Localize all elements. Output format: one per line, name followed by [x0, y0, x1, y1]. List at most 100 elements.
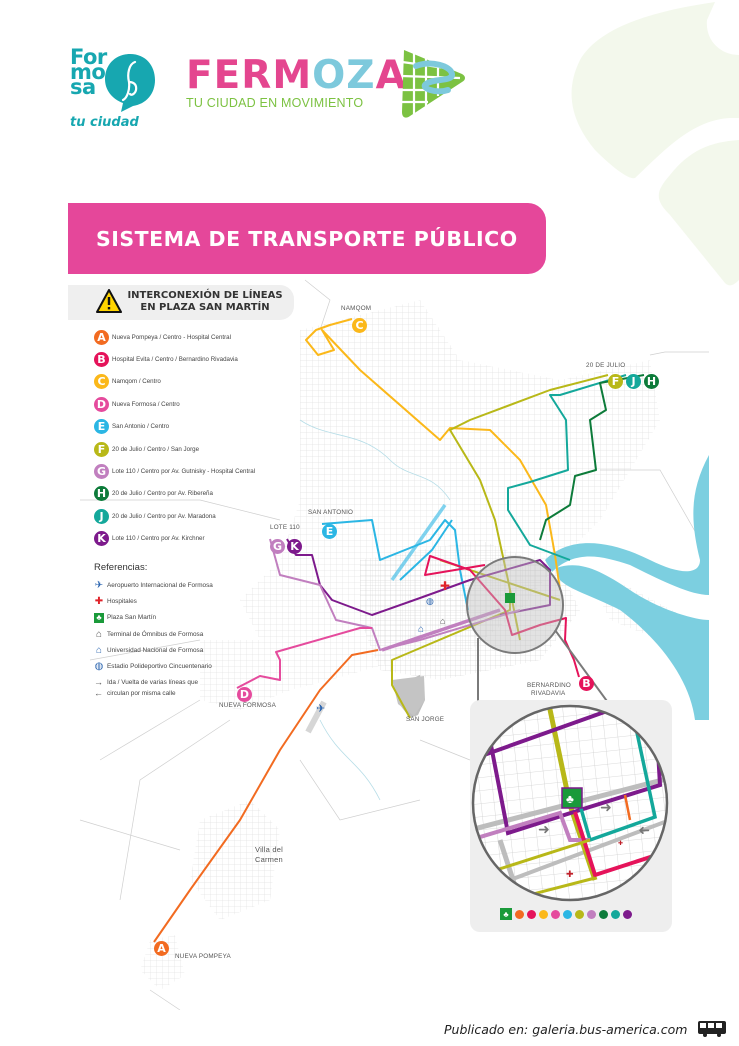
line-e-badge: E	[94, 419, 109, 435]
plaza-tree-icon: ♣	[500, 908, 512, 920]
city-grid-arrow-icon	[401, 50, 465, 118]
university-icon: ⌂	[95, 644, 103, 656]
formosa-line-3: sa	[70, 75, 96, 99]
downtown-zoom-map[interactable]: ➜ ➜ ➜ ✚ ✚ ♣	[470, 700, 672, 932]
arrow-right-icon: →	[94, 677, 103, 688]
map-badge-k[interactable]: K	[287, 539, 302, 554]
line-g-badge: G	[94, 464, 109, 480]
bus-terminal-icon: ⌂	[440, 616, 445, 626]
legend-label: 20 de Julio / Centro por Av. Ribereña	[112, 490, 213, 498]
route-k	[286, 538, 551, 616]
notice-line-1: INTERCONEXIÓN DE LÍNEAS	[127, 290, 283, 301]
speech-bubble-icon	[105, 54, 155, 112]
map-badge-b[interactable]: B	[579, 676, 594, 691]
reference-label: Universidad Nacional de Formosa	[107, 646, 204, 654]
reference-label: Plaza San Martín	[107, 614, 157, 622]
line-a-badge: A	[94, 329, 109, 345]
street-grid	[140, 300, 700, 990]
route-d	[236, 627, 372, 689]
fermoza-subtitle: TU CIUDAD EN MOVIMIENTO	[186, 96, 364, 110]
arrow-left-icon: ←	[94, 688, 103, 699]
reference-plaza: ♣Plaza San Martín	[94, 610, 294, 626]
reference-label: Terminal de Ómnibus de Formosa	[107, 630, 204, 638]
stadium-icon: ◍	[94, 661, 104, 673]
line-dot-h	[599, 909, 608, 919]
map-badge-g[interactable]: G	[270, 539, 285, 554]
bus-america-logo-icon	[698, 1021, 726, 1037]
formosa-line-1: For	[70, 45, 107, 69]
svg-text:✚: ✚	[566, 869, 574, 879]
place-label-carmen: Carmen	[255, 855, 283, 864]
map-badge-f[interactable]: F	[608, 374, 623, 389]
formosa-wordmark: For mo sa	[70, 45, 107, 99]
place-label-san-jorge: SAN JORGE	[406, 716, 445, 723]
place-label-lote-110: LOTE 110	[270, 524, 300, 531]
formosa-line-2: mo	[70, 60, 106, 84]
line-d-badge: D	[94, 396, 109, 412]
background-leaf-decoration	[571, 2, 739, 286]
legend-label: 20 de Julio / Centro por Av. Maradona	[112, 512, 216, 520]
route-j	[507, 374, 627, 561]
place-label-villa-del: Villa del	[255, 845, 283, 854]
plaza-tree-icon: ♣	[94, 612, 104, 623]
reference-bus-terminal: ⌂ Terminal de Ómnibus de Formosa	[94, 626, 294, 642]
map-badge-j[interactable]: J	[626, 374, 641, 389]
place-label-nueva-pompeya: NUEVA POMPEYA	[175, 953, 231, 960]
reference-label: Hospitales	[107, 597, 137, 605]
legend-label: 20 de Julio / Centro / San Jorge	[112, 445, 200, 453]
airport-icon: ✈	[316, 703, 325, 715]
plaza-san-martin-marker	[505, 593, 515, 603]
place-label-rivadavia: RIVADAVIA	[531, 690, 566, 697]
reference-label: circulan por misma calle	[107, 689, 176, 697]
legend-label: Nueva Formosa / Centro	[112, 400, 180, 408]
reference-label: Aeropuerto Internacional de Formosa	[107, 581, 213, 589]
reference-label: Estadio Polideportivo Cincuentenario	[107, 663, 212, 671]
line-dot-a	[515, 909, 524, 919]
svg-text:➜: ➜	[638, 823, 650, 839]
reference-hospitals: ✚Hospitales	[94, 593, 294, 609]
transit-route-map[interactable]: ✚ ✈ ⌂ ◍ ⌂	[68, 270, 709, 1010]
legend-label: Hospital Evita / Centro / Bernardino Riv…	[112, 356, 238, 364]
line-k-badge: K	[94, 531, 109, 547]
line-j-badge: J	[94, 508, 109, 524]
map-badge-a[interactable]: A	[154, 941, 169, 956]
stadium-icon: ◍	[426, 596, 434, 606]
map-references: Referencias: ✈Aeropuerto Internacional d…	[94, 562, 294, 699]
fermoza-title-part: FERM	[186, 53, 313, 98]
formosa-tagline: tu ciudad	[70, 115, 139, 130]
university-icon: ⌂	[418, 624, 424, 635]
route-e	[321, 519, 469, 611]
reference-label: Ida / Vuelta de varias líneas que	[107, 678, 199, 686]
line-dot-f	[575, 909, 584, 919]
line-dot-e	[563, 909, 572, 919]
fermoza-title-part: O	[312, 53, 347, 98]
place-label-nueva-formosa: NUEVA FORMOSA	[219, 702, 277, 709]
bus-terminal-icon: ⌂	[95, 628, 103, 640]
notice-line-2: EN PLAZA SAN MARTÍN	[140, 302, 270, 313]
map-badge-e[interactable]: E	[322, 524, 337, 539]
legend-label: Nueva Pompeya / Centro - Hospital Centra…	[112, 333, 231, 341]
map-badge-c[interactable]: C	[352, 318, 367, 333]
title-banner: SISTEMA DE TRANSPORTE PÚBLICO	[68, 203, 546, 274]
reference-stadium: ◍Estadio Polideportivo Cincuentenario	[94, 658, 294, 674]
reference-arrows: → Ida / Vuelta de varias líneas que ← circ…	[94, 677, 294, 699]
route-c	[305, 318, 561, 591]
map-badge-d[interactable]: D	[237, 687, 252, 702]
route-a	[153, 649, 379, 943]
page-title: SISTEMA DE TRANSPORTE PÚBLICO	[96, 227, 518, 251]
reference-university: ⌂ Universidad Nacional de Formosa	[94, 642, 294, 658]
published-on-text: Publicado en: galeria.bus-america.com	[444, 1022, 688, 1037]
line-b-badge: B	[94, 352, 109, 368]
map-badge-h[interactable]: H	[644, 374, 659, 389]
